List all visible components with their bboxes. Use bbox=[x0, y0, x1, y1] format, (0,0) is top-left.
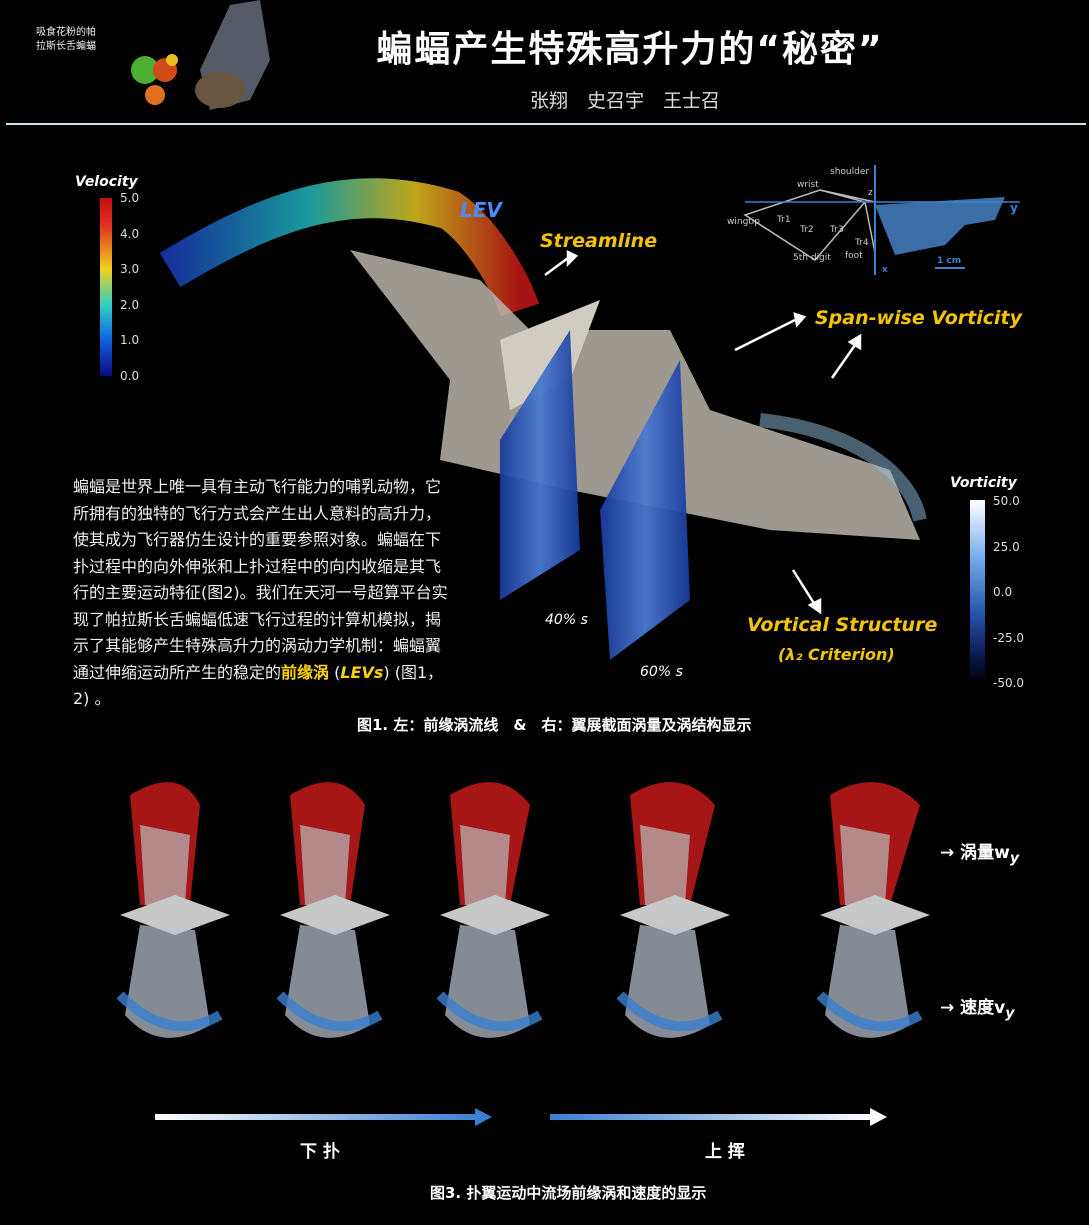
tick: 0.0 bbox=[120, 368, 140, 383]
panel-render bbox=[616, 782, 730, 1038]
label-subscript: y bbox=[1009, 850, 1020, 867]
stroke-arrows bbox=[155, 1108, 887, 1126]
tick: 5.0 bbox=[120, 191, 140, 205]
inset-label: wrist bbox=[797, 180, 819, 190]
vortical-structure-label: Vortical Structure bbox=[747, 614, 938, 636]
wing-inset: shoulder wrist wingtip Tr1 Tr2 Tr3 Tr4 5… bbox=[725, 165, 1035, 275]
inset-label: Tr1 bbox=[777, 215, 791, 225]
bat-photo bbox=[131, 0, 270, 110]
paragraph-text: ) (图1，2) 。 bbox=[73, 662, 444, 709]
inset-label: x bbox=[882, 265, 888, 275]
inset-label: Tr2 bbox=[800, 225, 814, 235]
velocity-ticks: 5.0 4.0 3.0 2.0 1.0 0.0 bbox=[120, 191, 139, 383]
downstroke-arrow bbox=[155, 1114, 480, 1120]
label-subscript: y bbox=[1005, 1005, 1015, 1022]
highlight-term: 前缘涡 bbox=[281, 662, 330, 682]
spanwise-vorticity-label: Span-wise Vorticity bbox=[815, 307, 1022, 329]
panel-render bbox=[816, 782, 930, 1038]
paragraph-text: 蝙蝠是世界上唯一具有主动飞行能力的哺乳动物，它所拥有的独特的飞行方式会产生出人意… bbox=[73, 477, 448, 682]
time-60-label: 60% s bbox=[640, 664, 683, 680]
wing-diagram bbox=[743, 165, 1020, 275]
photo-caption: 吸食花粉的帕拉斯长舌蝙蝠 bbox=[36, 26, 96, 54]
vorticity-colorbar-label: Vorticity bbox=[950, 475, 1017, 491]
tick: 50.0 bbox=[993, 494, 1020, 508]
simulation-panel bbox=[600, 765, 730, 1070]
upstroke-label: 上 挥 bbox=[705, 1142, 745, 1162]
time-40-label: 40% s bbox=[545, 612, 588, 628]
simulation-panel bbox=[100, 765, 230, 1070]
tick: -25.0 bbox=[993, 630, 1025, 645]
inset-label: foot bbox=[845, 251, 863, 261]
photo-caption-line: 吸食花粉的帕 bbox=[36, 27, 96, 38]
velocity-colorbar-label: Velocity bbox=[75, 174, 138, 190]
criterion-label: (λ₂ Criterion) bbox=[778, 645, 895, 664]
vorticity-colorbar bbox=[970, 500, 985, 683]
velocity-row-label: → 速度vy bbox=[940, 993, 1014, 1021]
paragraph-text: ( bbox=[329, 662, 341, 682]
tick: 2.0 bbox=[120, 297, 140, 312]
tick: 25.0 bbox=[993, 539, 1020, 554]
inset-label: z bbox=[868, 188, 873, 198]
authors: 张翔 史召宇 王士召 bbox=[530, 90, 721, 112]
inset-label: wingtip bbox=[727, 217, 761, 227]
levs-term: LEVs bbox=[340, 662, 384, 682]
figure3-caption: 图3. 扑翼运动中流场前缘涡和速度的显示 bbox=[430, 1184, 707, 1202]
upstroke-arrow bbox=[550, 1114, 875, 1120]
tick: -50.0 bbox=[993, 676, 1025, 690]
panel-render bbox=[436, 782, 550, 1038]
label-text: → 涡量w bbox=[940, 843, 1010, 863]
tick: 4.0 bbox=[120, 226, 140, 241]
downstroke-label: 下 扑 bbox=[300, 1142, 340, 1162]
tick: 3.0 bbox=[120, 262, 140, 277]
inset-label: Tr3 bbox=[830, 225, 844, 235]
inset-label: y bbox=[1010, 201, 1018, 215]
simulation-panel bbox=[420, 765, 550, 1070]
lev-label: LEV bbox=[460, 198, 502, 222]
description-paragraph: 蝙蝠是世界上唯一具有主动飞行能力的哺乳动物，它所拥有的独特的飞行方式会产生出人意… bbox=[73, 474, 453, 713]
simulation-panel bbox=[260, 765, 390, 1070]
panel-render bbox=[276, 782, 390, 1038]
poster-title: 蝙蝠产生特殊高升力的“秘密” bbox=[376, 29, 884, 70]
velocity-colorbar bbox=[100, 198, 112, 376]
figure1-caption: 图1. 左：前缘涡流线 & 右：翼展截面涡量及涡结构显示 bbox=[357, 716, 752, 734]
tick: 1.0 bbox=[120, 333, 140, 348]
vorticity-ticks: 50.0 25.0 0.0 -25.0 -50.0 bbox=[993, 494, 1024, 690]
vorticity-row-label: → 涡量wy bbox=[940, 838, 1019, 866]
simulation-panel bbox=[800, 765, 930, 1070]
streamline-label: Streamline bbox=[540, 230, 658, 252]
simulation-figure bbox=[159, 178, 927, 660]
scale-bar-label: 1 cm bbox=[937, 256, 962, 266]
label-text: → 速度v bbox=[940, 998, 1006, 1018]
header-divider bbox=[6, 123, 1086, 125]
photo-caption-line: 拉斯长舌蝙蝠 bbox=[36, 41, 96, 52]
panel-render bbox=[116, 782, 230, 1038]
inset-label: Tr4 bbox=[855, 238, 869, 248]
tick: 0.0 bbox=[993, 585, 1013, 599]
inset-label: 5th digit bbox=[793, 253, 831, 263]
inset-label: shoulder bbox=[830, 167, 870, 177]
